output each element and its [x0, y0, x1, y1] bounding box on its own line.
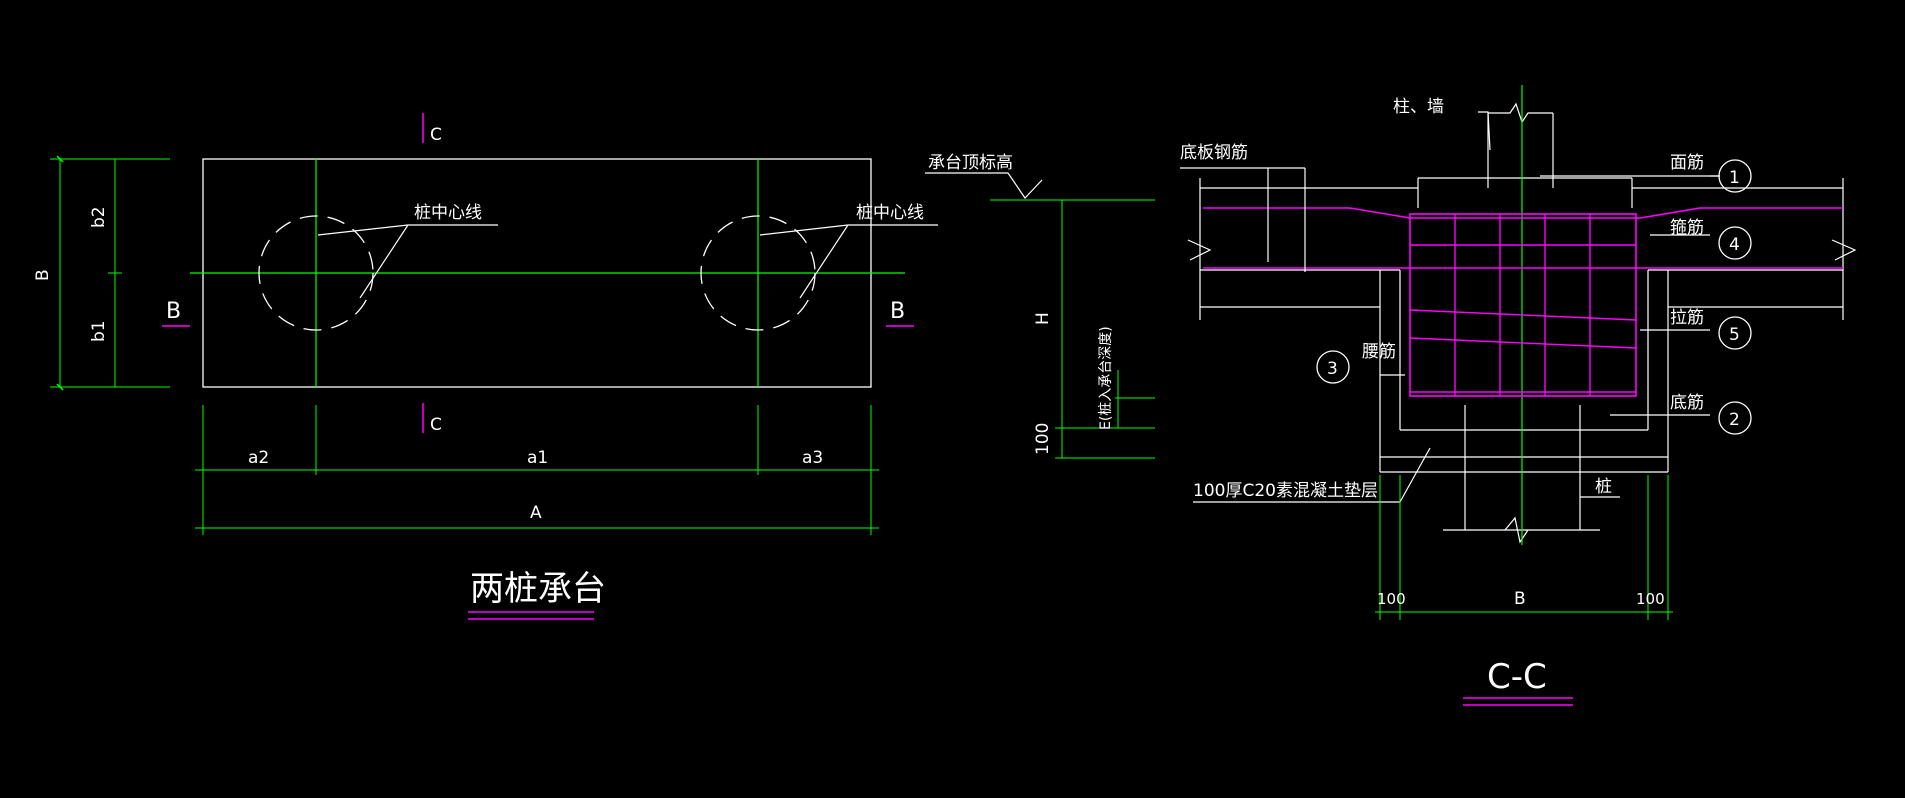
pile-centerline-label-left: 桩中心线 — [414, 203, 482, 223]
callout-5: 5 — [1729, 325, 1740, 345]
dim-a1: a1 — [527, 448, 548, 468]
pile-circle-right — [700, 215, 816, 331]
section-mark-top: C — [430, 125, 442, 145]
cushion-100: 100 — [1033, 423, 1053, 455]
dim-a3: a3 — [802, 448, 823, 468]
dim-100-left: 100 — [1377, 590, 1406, 608]
section-mark-bottom: C — [430, 415, 442, 435]
slab-rebar-label: 底板钢筋 — [1180, 143, 1248, 163]
plan-view: 桩中心线 桩中心线 C C B B B b2 b1 a2 a1 a3 A 两桩承… — [33, 113, 938, 620]
dim-b1: b1 — [89, 320, 109, 342]
plan-title: 两桩承台 — [470, 569, 606, 609]
leader-left-2 — [359, 224, 409, 299]
dim-B: B — [33, 269, 53, 281]
pile-centerline-label-right: 桩中心线 — [856, 203, 924, 223]
embed-depth-E: E(桩入承台深度) — [1097, 326, 1114, 430]
side-mark-right: B — [890, 299, 905, 324]
top-bar-label: 面筋 — [1670, 153, 1704, 173]
callout-2: 2 — [1729, 410, 1740, 430]
tie-bar-label: 拉筋 — [1670, 308, 1704, 328]
leader-right-2 — [799, 224, 849, 299]
dim-A: A — [530, 503, 542, 523]
leader-left — [317, 224, 498, 236]
section-view: 柱、墙 — [1180, 85, 1857, 706]
dim-b2: b2 — [89, 206, 109, 228]
dim-B-section: B — [1514, 589, 1526, 609]
height-H: H — [1033, 312, 1053, 325]
leader-right — [759, 224, 938, 236]
cushion-label: 100厚C20素混凝土垫层 — [1193, 481, 1378, 501]
section-title: C-C — [1487, 657, 1547, 697]
stirrup-label: 箍筋 — [1670, 218, 1704, 238]
side-mark-left: B — [166, 299, 181, 324]
callout-1: 1 — [1729, 168, 1740, 188]
dim-a2: a2 — [248, 448, 269, 468]
dim-100-right: 100 — [1636, 590, 1665, 608]
pile-label: 桩 — [1595, 477, 1612, 497]
cap-top-elevation-label: 承台顶标高 — [928, 153, 1013, 173]
callout-3: 3 — [1327, 359, 1338, 379]
waist-bar-label: 腰筋 — [1362, 342, 1396, 362]
bottom-bar-label: 底筋 — [1670, 393, 1704, 413]
pile-circle-left — [258, 215, 374, 331]
callout-4: 4 — [1729, 235, 1740, 255]
column-wall-label: 柱、墙 — [1393, 97, 1444, 117]
elevation-dims: 承台顶标高 H E(桩入承台深度) 100 — [925, 153, 1155, 459]
